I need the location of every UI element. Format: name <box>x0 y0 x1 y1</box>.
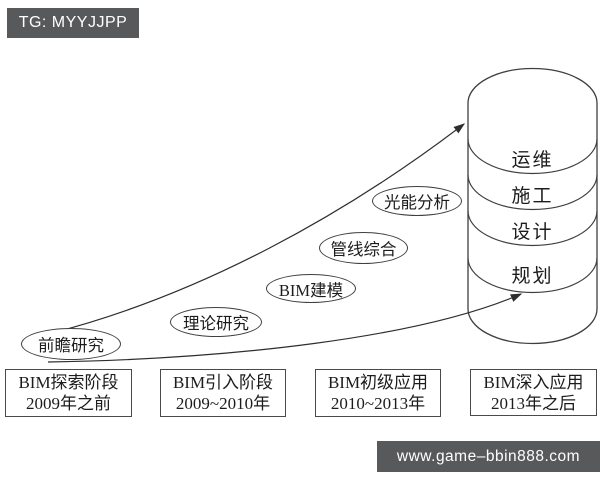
cylinder-body <box>467 67 598 345</box>
bubble-light-analysis: 光能分析 <box>372 186 462 216</box>
stage-box-exploration: BIM探索阶段 2009年之前 <box>5 369 132 417</box>
telegram-watermark: TG: MYYJJPP <box>7 8 139 38</box>
bubble-label: BIM建模 <box>278 280 344 300</box>
site-url-watermark: www.game–bbin888.com <box>377 441 600 472</box>
cylinder-separator-arc-1 <box>467 138 598 175</box>
bubble-label: 理论研究 <box>183 314 249 333</box>
stage-box-introduction: BIM引入阶段 2009~2010年 <box>160 369 286 417</box>
stage-box-primary-application: BIM初级应用 2010~2013年 <box>315 369 441 417</box>
cylinder-layer-design: 设计 <box>511 222 554 243</box>
bubble-label: 前瞻研究 <box>38 336 104 355</box>
stage-title: BIM深入应用 <box>483 372 584 392</box>
cylinder-layer-planning: 规划 <box>511 266 554 287</box>
bubble-pipeline-integration: 管线综合 <box>319 232 408 264</box>
stage-period: 2009年之前 <box>26 394 111 413</box>
stage-title: BIM探索阶段 <box>18 373 119 392</box>
bubble-prospective-research: 前瞻研究 <box>21 328 121 360</box>
cylinder-separator-arc-4 <box>467 257 598 294</box>
stage-period: 2010~2013年 <box>330 394 426 413</box>
cylinder-separator-arc-2 <box>467 174 598 211</box>
growth-curve-arrow <box>51 123 466 334</box>
bubble-bim-modeling: BIM建模 <box>266 274 356 303</box>
bubble-theoretical-research: 理论研究 <box>170 307 262 337</box>
stage-box-deep-application: BIM深入应用 2013年之后 <box>470 369 597 416</box>
cylinder-separator-arc-3 <box>467 210 598 247</box>
cylinder-layer-operations: 运维 <box>511 150 554 171</box>
stage-title: BIM初级应用 <box>327 373 429 392</box>
bubble-label: 管线综合 <box>330 240 397 259</box>
stage-period: 2013年之后 <box>491 393 576 413</box>
baseline-curve-arrow <box>47 293 523 363</box>
bubble-label: 光能分析 <box>384 193 450 212</box>
stage-period: 2009~2010年 <box>175 394 271 413</box>
cylinder-layer-construction: 施工 <box>511 186 554 207</box>
stage-title: BIM引入阶段 <box>172 373 274 392</box>
